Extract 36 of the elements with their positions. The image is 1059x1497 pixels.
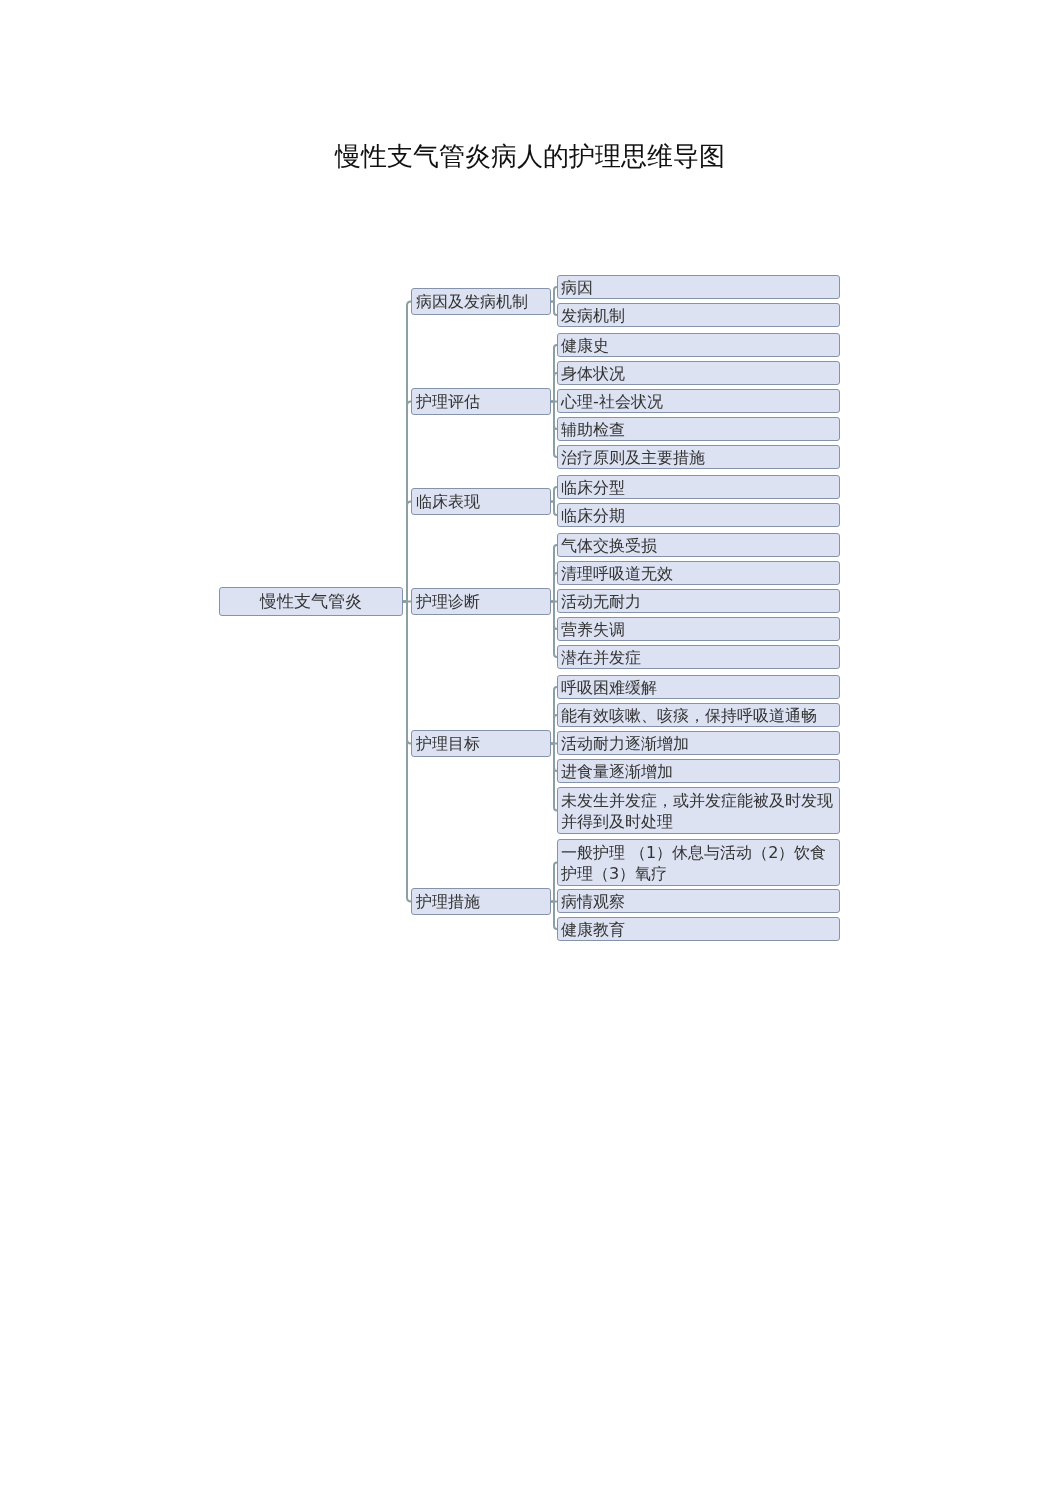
subtopic-box: 心理-社会状况: [557, 389, 840, 413]
subtopic-box: 一般护理 （1）休息与活动（2）饮食护理（3）氧疗: [557, 839, 840, 886]
subtopic-box: 活动无耐力: [557, 589, 840, 613]
subtopic-box: 进食量逐渐增加: [557, 759, 840, 783]
subtopic-box: 病因: [557, 275, 840, 299]
subtopic-box: 发病机制: [557, 303, 840, 327]
topic-box: 临床表现: [411, 488, 551, 515]
subtopic-box: 活动耐力逐渐增加: [557, 731, 840, 755]
subtopic-box: 临床分期: [557, 503, 840, 527]
subtopic-box: 健康史: [557, 333, 840, 357]
subtopic-box: 气体交换受损: [557, 533, 840, 557]
topic-box: 护理目标: [411, 730, 551, 757]
subtopic-box: 病情观察: [557, 889, 840, 913]
central-topic-box: 慢性支气管炎: [219, 587, 403, 616]
connector-line: [550, 900, 558, 930]
connector-line: [550, 861, 558, 903]
subtopic-box: 健康教育: [557, 917, 840, 941]
topic-box: 护理措施: [411, 888, 551, 915]
connector-line: [550, 300, 558, 316]
subtopic-box: 潜在并发症: [557, 645, 840, 669]
connector-line: [550, 286, 558, 303]
subtopic-box: 治疗原则及主要措施: [557, 445, 840, 469]
subtopic-box: 呼吸困难缓解: [557, 675, 840, 699]
topic-box: 病因及发病机制: [411, 288, 551, 315]
connector-line: [550, 486, 558, 503]
subtopic-box: 能有效咳嗽、咳痰，保持呼吸道通畅: [557, 703, 840, 727]
topic-box: 护理评估: [411, 388, 551, 415]
topic-box: 护理诊断: [411, 588, 551, 615]
title: 慢性支气管炎病人的护理思维导图: [334, 140, 725, 173]
subtopic-box: 清理呼吸道无效: [557, 561, 840, 585]
connector-line: [550, 500, 558, 516]
subtopic-box: 营养失调: [557, 617, 840, 641]
subtopic-box: 身体状况: [557, 361, 840, 385]
subtopic-box: 未发生并发症，或并发症能被及时发现并得到及时处理: [557, 787, 840, 834]
subtopic-box: 临床分型: [557, 475, 840, 499]
subtopic-box: 辅助检查: [557, 417, 840, 441]
